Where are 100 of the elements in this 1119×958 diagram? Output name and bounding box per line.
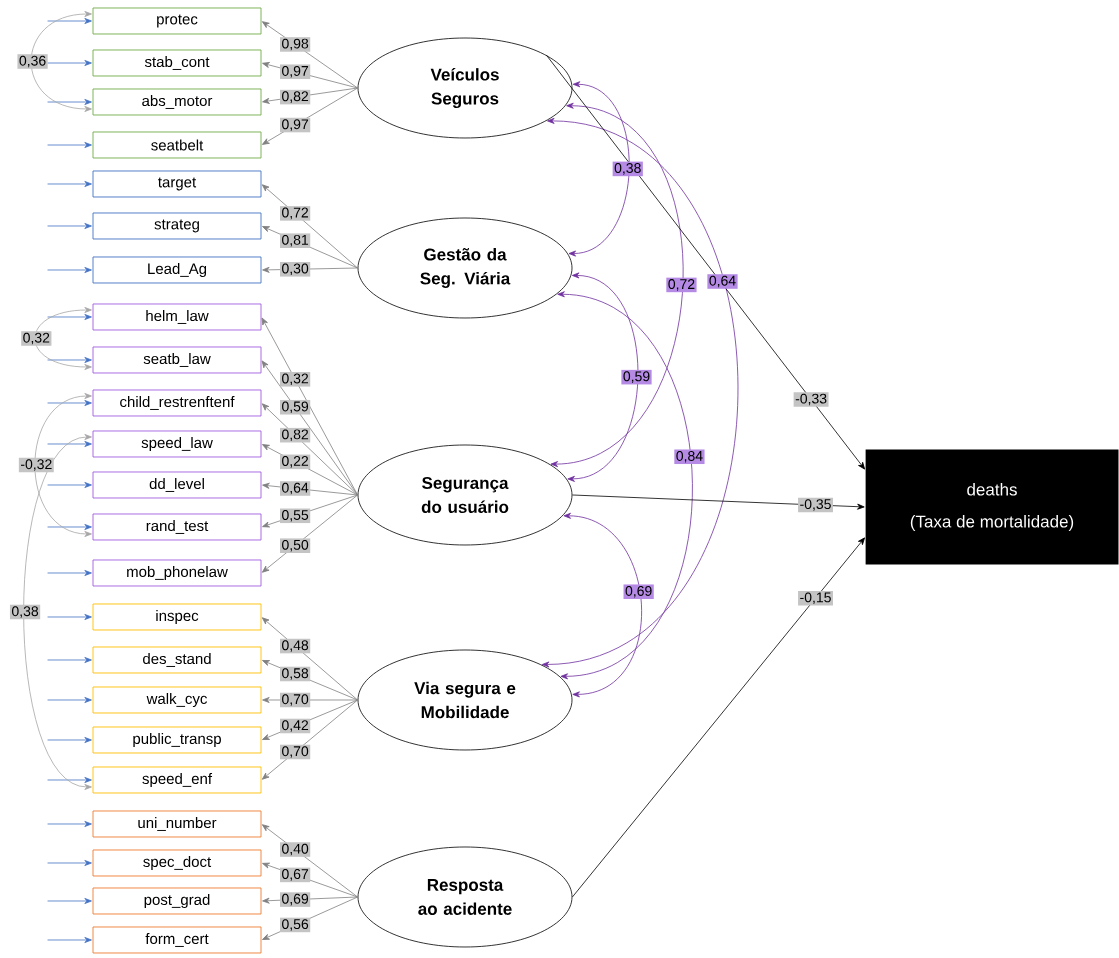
- edge-label: 0,69: [623, 584, 654, 600]
- edge-label: 0,70: [280, 692, 311, 708]
- edge-label: -0,32: [18, 457, 54, 473]
- edge-label: 0,50: [280, 538, 311, 553]
- edge-label: 0,42: [280, 718, 311, 734]
- covariance-arrow: [568, 81, 630, 257]
- covariance-arrow: [23, 434, 92, 790]
- edge-label: 0,70: [280, 744, 311, 760]
- edge-label: 0,67: [280, 867, 311, 883]
- loading-arrow: [261, 360, 358, 496]
- error-arrow: [47, 181, 92, 187]
- edge-label: -0,33: [793, 392, 829, 407]
- indicator-box: child_restrenftenf: [92, 389, 262, 417]
- indicator-box: rand_test: [92, 513, 262, 541]
- indicator-box: Lead_Ag: [92, 256, 262, 284]
- loading-arrow: [261, 403, 358, 496]
- indicator-box: mob_phonelaw: [92, 559, 262, 587]
- error-arrow: [47, 267, 92, 273]
- loading-arrow: [261, 184, 358, 269]
- edge-label: 0,82: [280, 427, 311, 443]
- edge-label: 0,38: [612, 161, 643, 177]
- loading-arrow: [261, 699, 358, 780]
- edge-label: 0,69: [280, 892, 311, 907]
- edge-label: 0,22: [280, 454, 311, 470]
- edge-label: 0,40: [280, 842, 311, 857]
- error-arrow: [47, 357, 92, 363]
- outcome-box: deaths (Taxa de mortalidade): [865, 449, 1119, 565]
- error-arrow: [47, 570, 92, 576]
- edge-label: -0,15: [798, 590, 833, 606]
- indicator-box: post_grad: [92, 887, 262, 915]
- edge-label: 0,48: [280, 638, 311, 654]
- indicator-box: spec_doct: [92, 849, 262, 877]
- edge-label: 0,72: [280, 206, 311, 221]
- edge-label: 0,64: [707, 274, 738, 289]
- covariance-arrow: [567, 272, 639, 482]
- edge-label: 0,55: [280, 508, 311, 524]
- edge-label: 0,97: [280, 117, 311, 133]
- edge-label: 0,59: [621, 369, 652, 385]
- indicator-box: helm_law: [92, 303, 262, 331]
- error-arrow: [47, 821, 92, 827]
- error-arrow: [47, 697, 92, 703]
- edge-label: -0,35: [798, 497, 833, 513]
- edge-label: 0,36: [17, 54, 48, 69]
- error-arrow: [47, 99, 92, 105]
- edge-label: 0,82: [280, 89, 311, 105]
- indicator-box: uni_number: [92, 810, 262, 838]
- error-arrow: [47, 524, 92, 530]
- covariance-arrow: [563, 512, 642, 698]
- path-arrow: [572, 537, 865, 898]
- indicator-box: inspec: [92, 603, 262, 631]
- indicator-box: speed_law: [92, 430, 262, 458]
- indicator-box: dd_level: [92, 471, 262, 499]
- path-arrow: [546, 54, 866, 470]
- edge-label: 0,30: [280, 262, 311, 277]
- edge-label: 0,32: [280, 372, 311, 387]
- error-arrow: [47, 937, 92, 943]
- edge-label: 0,58: [280, 666, 311, 682]
- covariance-arrow: [34, 393, 92, 537]
- loading-arrow: [261, 21, 358, 89]
- error-arrow: [47, 400, 92, 406]
- error-arrow: [47, 482, 92, 488]
- error-arrow: [47, 142, 92, 148]
- error-arrow: [47, 223, 92, 229]
- covariance-arrow: [30, 11, 92, 112]
- edge-label: 0,59: [280, 399, 311, 415]
- indicator-box: strateg: [92, 212, 262, 240]
- edge-label: 0,72: [666, 277, 697, 293]
- error-arrow: [47, 614, 92, 620]
- indicator-box: abs_motor: [92, 88, 262, 116]
- edge-label: 0,81: [280, 233, 311, 248]
- covariance-arrow: [550, 102, 684, 468]
- covariance-arrow: [34, 307, 92, 370]
- edge-label: 0,98: [280, 37, 311, 52]
- covariance-arrow: [557, 291, 693, 680]
- indicator-box: form_cert: [92, 926, 262, 954]
- covariance-arrow: [541, 117, 739, 668]
- edge-label: 0,97: [280, 64, 311, 80]
- loading-arrow: [261, 617, 358, 701]
- edge-label: 0,64: [280, 481, 311, 496]
- indicator-box: public_transp: [92, 726, 262, 754]
- loading-arrow: [261, 317, 358, 496]
- error-arrow: [47, 657, 92, 663]
- indicator-box: seatbelt: [92, 131, 262, 159]
- loading-arrow: [261, 494, 358, 573]
- error-arrow: [47, 314, 92, 320]
- indicator-box: stab_cont: [92, 49, 262, 77]
- indicator-box: protec: [92, 7, 262, 35]
- error-arrow: [47, 60, 92, 66]
- edge-label: 0,32: [21, 331, 52, 346]
- indicator-box: seatb_law: [92, 346, 262, 374]
- indicator-box: des_stand: [92, 646, 262, 674]
- indicator-box: speed_enf: [92, 766, 262, 794]
- error-arrow: [47, 777, 92, 783]
- path-arrow: [572, 494, 865, 510]
- edge-label: 0,84: [674, 449, 705, 465]
- error-arrow: [47, 737, 92, 743]
- error-arrow: [47, 18, 92, 24]
- indicator-box: target: [92, 170, 262, 198]
- loading-arrow: [261, 824, 358, 898]
- error-arrow: [47, 898, 92, 904]
